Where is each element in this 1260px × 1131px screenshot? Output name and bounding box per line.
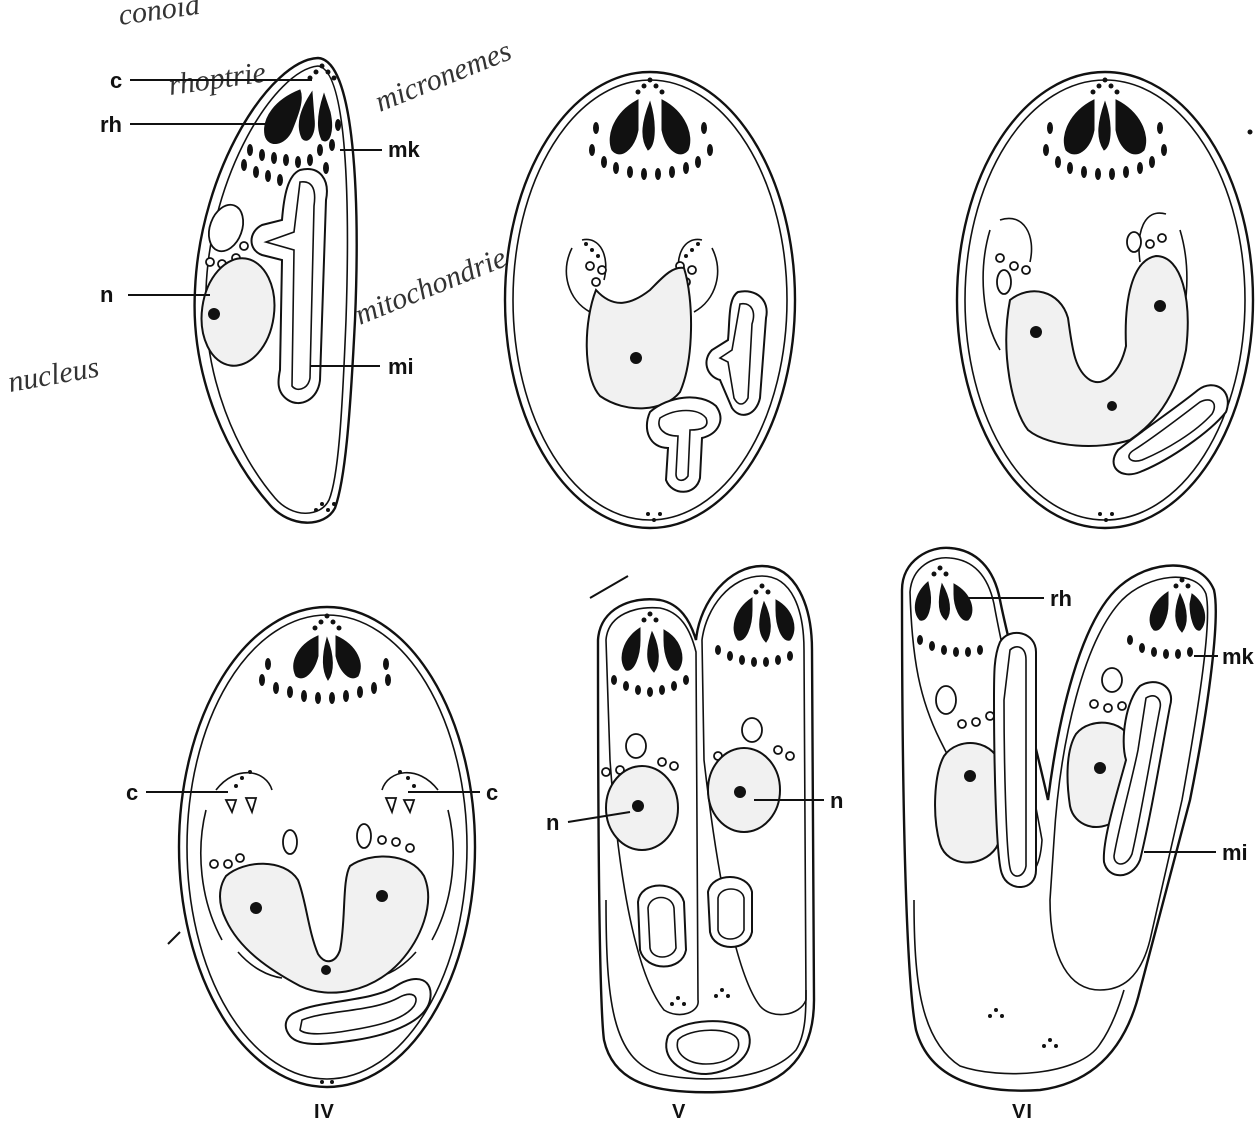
handwritten-micronemes: micronemes — [370, 34, 516, 118]
numeral-v: V — [672, 1101, 686, 1123]
stage-numerals: IV V VI — [314, 1101, 1033, 1123]
stage-i-cell — [195, 58, 357, 523]
stage-iii-cell — [957, 72, 1253, 528]
handwritten-rhoptrie: rhoptrie — [166, 56, 267, 102]
handwritten-nucleus: nucleus — [5, 350, 101, 398]
label-c-top: c — [110, 68, 122, 93]
handwritten-conoid: conoid — [116, 0, 202, 32]
label-c-right-iv: c — [486, 780, 498, 805]
handwritten-mitochondrie: mitochondrie — [350, 241, 511, 332]
stray-mark-iv — [168, 932, 180, 944]
stage-ii-cell — [505, 72, 795, 528]
label-mi-top: mi — [388, 354, 414, 379]
label-rh-vi: rh — [1050, 586, 1072, 611]
label-mi-vi: mi — [1222, 840, 1248, 865]
label-n-left-v: n — [546, 810, 559, 835]
numeral-vi: VI — [1012, 1101, 1033, 1123]
label-n-top: n — [100, 282, 113, 307]
stray-speck — [1248, 130, 1253, 135]
label-n-right-v: n — [830, 788, 843, 813]
label-rh-top: rh — [100, 112, 122, 137]
label-mk-vi: mk — [1222, 644, 1255, 669]
stage-v-labels: n n — [546, 788, 843, 835]
label-c-left-iv: c — [126, 780, 138, 805]
label-mk-top: mk — [388, 137, 421, 162]
stage-iv-cell — [179, 607, 475, 1087]
stage-vi-cell — [902, 548, 1216, 1091]
numeral-iv: IV — [314, 1101, 335, 1123]
stray-mark-v — [590, 576, 628, 598]
stage-v-cell — [590, 566, 814, 1092]
